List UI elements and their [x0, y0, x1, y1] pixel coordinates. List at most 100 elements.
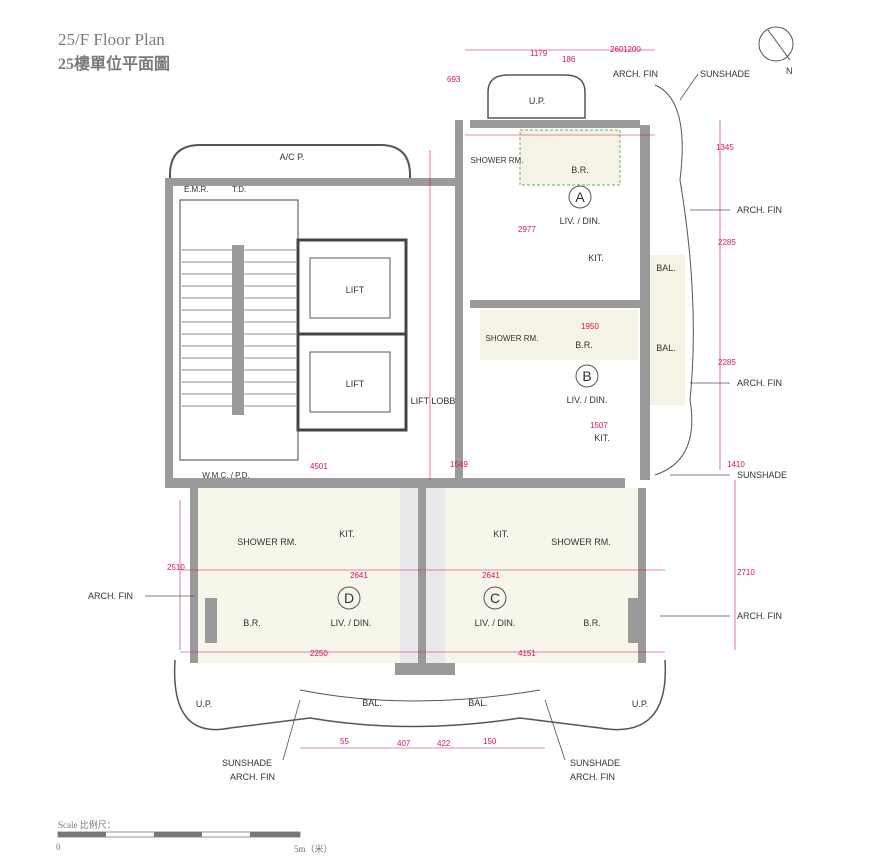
dimension-text: 55 — [340, 737, 349, 746]
dimension-text: 1950 — [581, 322, 599, 331]
dimension-text: 2710 — [737, 568, 755, 577]
unit-c-bal-label: BAL. — [468, 698, 488, 708]
sunshade-label-east: SUNSHADE — [737, 470, 787, 480]
arch-fin-label-west: ARCH. FIN — [88, 591, 133, 601]
core-wall-north — [165, 178, 455, 186]
unit-d-br-label: B.R. — [243, 618, 261, 628]
lift-2-label: LIFT — [346, 379, 365, 389]
dimension-text: 422 — [437, 739, 451, 748]
td-label: T.D. — [232, 185, 246, 194]
dimension-text: 1507 — [590, 421, 608, 430]
unit-a-kit-label: KIT. — [588, 253, 604, 263]
unit-a-br-label: B.R. — [571, 165, 589, 175]
unit-c-badge: C — [490, 590, 500, 606]
unit-a-liv-label: LIV. / DIN. — [560, 216, 601, 226]
south-balcony-inner — [299, 689, 541, 702]
sunshade-label-north: SUNSHADE — [700, 69, 750, 79]
dimension-text: 2641 — [482, 571, 500, 580]
lift-1-label: LIFT — [346, 285, 365, 295]
emr-label: E.M.R. — [184, 185, 208, 194]
unit-d-west-wall — [190, 488, 198, 663]
unit-a-badge: A — [575, 189, 585, 205]
unit-ab-west-wall — [455, 120, 463, 480]
dimension-values: 1179 260 1200 186 693 1345 2285 2285 141… — [167, 45, 755, 748]
unit-b-bedroom — [480, 310, 638, 360]
unit-a-shower-label: SHOWER RM. — [471, 156, 524, 165]
wmc-label: W.M.C. / P.D. — [202, 471, 249, 480]
north-arrow-icon: N — [758, 26, 794, 76]
dimension-text: 4151 — [518, 649, 536, 658]
ac-platform-outline — [169, 144, 411, 181]
unit-c-east-fin — [628, 598, 640, 643]
unit-d-shower-label: SHOWER RM. — [237, 537, 297, 547]
arch-fin-label-north: ARCH. FIN — [613, 69, 658, 79]
dimension-lines — [179, 49, 736, 749]
unit-d-up-label: U.P. — [196, 699, 212, 709]
dimension-text: 2285 — [718, 238, 736, 247]
lift-lobby-label: LIFT LOBBY — [411, 396, 462, 406]
dimension-text: 150 — [483, 737, 497, 746]
dimension-text: 1179 — [530, 49, 548, 58]
scale-label: Scale 比例尺： — [58, 820, 116, 830]
scale-bar — [57, 831, 301, 838]
unit-c-kit-label: KIT. — [493, 529, 509, 539]
unit-b-badge: B — [582, 368, 591, 384]
scale-zero-label: 0 — [56, 842, 61, 852]
north-label: N — [786, 66, 793, 76]
east-sunshade-outline — [654, 84, 694, 476]
dimension-text: 407 — [397, 739, 411, 748]
lift-car-1 — [309, 257, 391, 319]
dimension-text: 1549 — [450, 460, 468, 469]
unit-a-north-wall — [470, 120, 640, 128]
dimension-text: 186 — [562, 55, 576, 64]
dimension-text: 1410 — [727, 460, 745, 469]
dimension-text: 1345 — [716, 143, 734, 152]
ac-platform-label: A/C P. — [280, 152, 305, 162]
dimension-text: 2250 — [310, 649, 328, 658]
unit-d-liv-label: LIV. / DIN. — [331, 618, 372, 628]
unit-a-utility-platform — [487, 74, 586, 119]
unit-b-kit-label: KIT. — [594, 433, 610, 443]
core-wall-south — [165, 478, 625, 488]
unit-c-up-label: U.P. — [632, 699, 648, 709]
balcony-divider-wall — [395, 663, 455, 675]
scale-end-label: 5m（米） — [294, 844, 333, 854]
core-wall-west — [165, 178, 173, 478]
dimension-text: 2977 — [518, 225, 536, 234]
unit-c-br-label: B.R. — [583, 618, 601, 628]
unit-b-liv-label: LIV. / DIN. — [567, 395, 608, 405]
sunshade-label-south-left: SUNSHADE — [222, 758, 272, 768]
unit-a-bal-label: BAL. — [656, 263, 676, 273]
unit-d-kit-label: KIT. — [339, 529, 355, 539]
lift-car-2 — [309, 351, 391, 413]
unit-a-up-label: U.P. — [529, 96, 545, 106]
dimension-text: 2510 — [167, 563, 185, 572]
floor-plan-title-chinese: 25樓單位平面圖 — [58, 56, 171, 73]
arch-fin-label-east-2: ARCH. FIN — [737, 378, 782, 388]
south-balcony-outline — [173, 659, 667, 731]
dimension-text: 260 — [610, 45, 624, 54]
arch-fin-label-east-3: ARCH. FIN — [737, 611, 782, 621]
dimension-text: 2641 — [350, 571, 368, 580]
unit-d-west-fin — [205, 598, 217, 643]
dimension-text: 1200 — [623, 45, 641, 54]
floor-plan-title: 25/F Floor Plan — [58, 30, 165, 49]
unit-c-shower-label: SHOWER RM. — [551, 537, 611, 547]
dimension-text: 693 — [447, 75, 461, 84]
unit-b-bal-label: BAL. — [656, 343, 676, 353]
unit-a-bedroom — [519, 129, 621, 186]
unit-c-east-wall — [638, 488, 646, 663]
unit-b-br-label: B.R. — [575, 340, 593, 350]
unit-ab-divider-wall — [470, 300, 640, 308]
unit-ab-east-wall — [640, 125, 650, 480]
unit-d-bal-label: BAL. — [362, 698, 382, 708]
callout-leaders — [145, 73, 730, 761]
unit-d-badge: D — [344, 590, 354, 606]
dimension-text: 2285 — [718, 358, 736, 367]
arch-fin-label-south-right: ARCH. FIN — [570, 772, 615, 782]
unit-cd-party-wall — [418, 488, 426, 668]
arch-fin-label-east-1: ARCH. FIN — [737, 205, 782, 215]
unit-ab-balcony — [650, 255, 685, 405]
dimension-text: 4501 — [310, 462, 328, 471]
